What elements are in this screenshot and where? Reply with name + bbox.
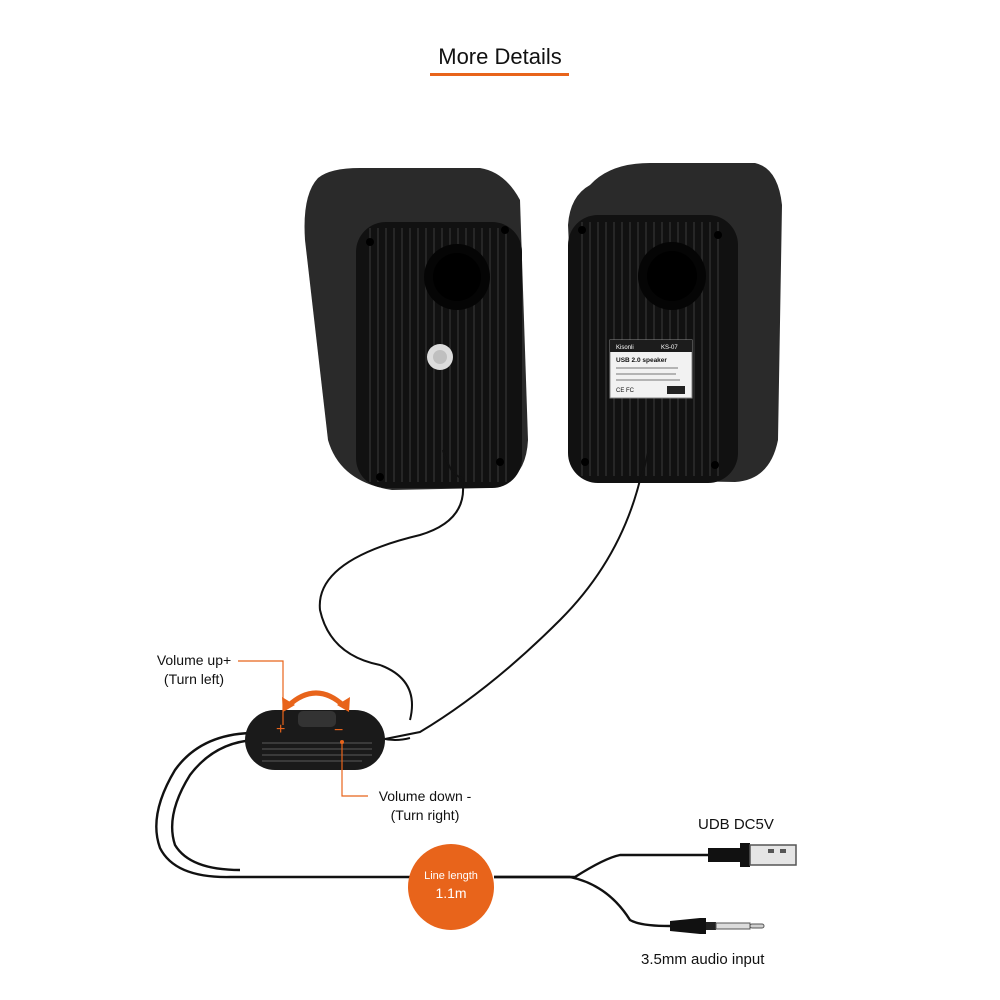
main-cable [155,731,708,928]
title-underline [430,73,569,76]
volume-up-callout: Volume up+ (Turn left) [140,651,248,689]
audio-jack [670,918,765,934]
volume-up-hint: (Turn left) [163,671,225,687]
label-title: USB 2.0 speaker [616,357,667,364]
label-brand: Kisonli [616,345,634,351]
volume-up-label: Volume up+ [156,652,232,668]
usb-connector-label: UDB DC5V [698,816,774,833]
minus-icon: − [334,722,343,739]
line-length-badge: Line length 1.1m [408,844,494,930]
volume-down-hint: (Turn right) [390,807,460,823]
line-length-value: 1.1m [435,885,467,901]
right-speaker: Kisonli KS-07 USB 2.0 speaker CE FC [568,163,782,483]
plus-icon: + [276,721,285,738]
speaker-cables [318,444,651,741]
left-speaker [304,168,528,490]
audio-connector-label: 3.5mm audio input [641,951,765,968]
page-title: More Details [438,44,562,69]
rotate-arrow-icon [286,690,346,708]
line-length-label: Line length [424,870,478,882]
usb-plug [708,843,797,867]
volume-controller: + − [245,690,385,770]
callout-lines [238,660,368,797]
label-model: KS-07 [661,345,678,351]
label-certification-marks: CE FC [616,388,635,394]
volume-down-label: Volume down - [378,788,472,804]
volume-down-callout: Volume down - (Turn right) [365,787,485,825]
